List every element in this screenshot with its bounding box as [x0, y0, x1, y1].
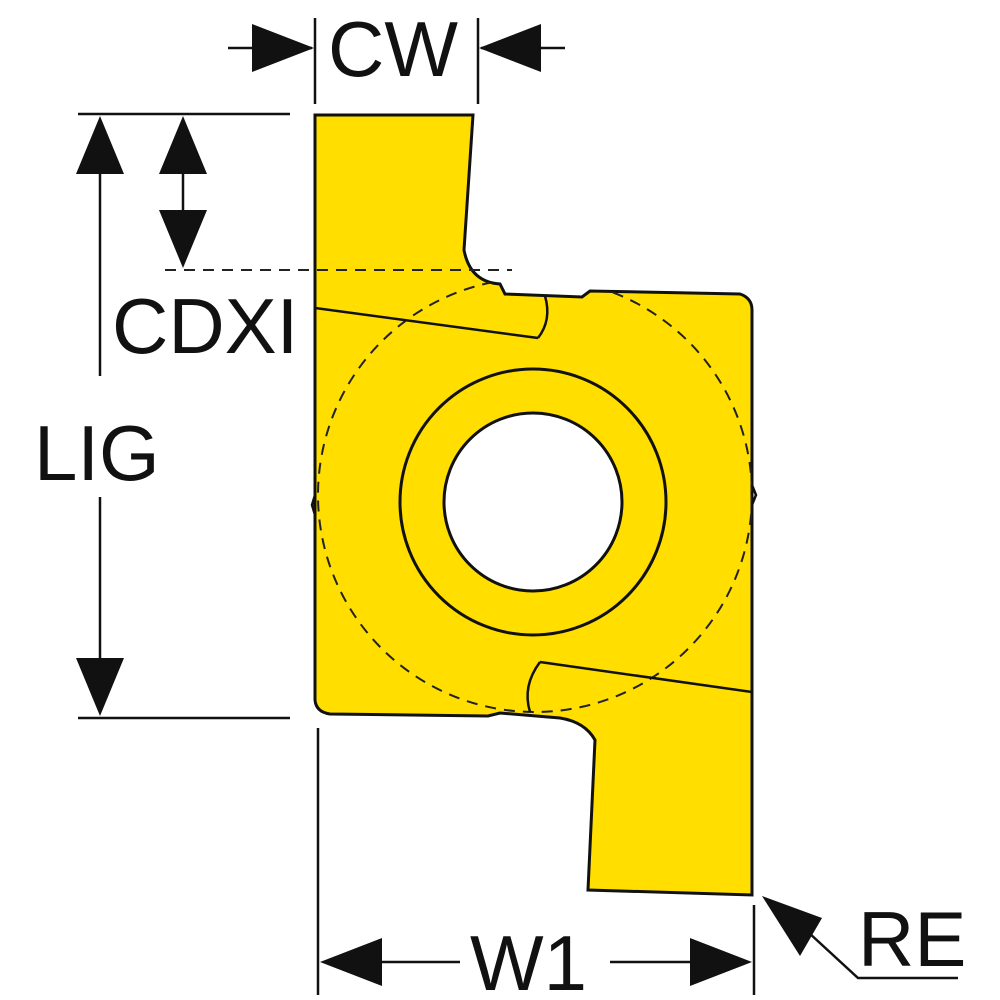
lig-label: LIG [34, 409, 160, 497]
cdxi-arrow-up [159, 116, 207, 174]
lig-arrow-down [76, 658, 124, 716]
w1-arrow-right [690, 938, 752, 986]
lower-chipbreaker [526, 661, 542, 713]
upper-chipbreaker [536, 295, 549, 339]
lig-arrow-up [76, 116, 124, 174]
cw-arrow-left [252, 24, 314, 72]
lig-dimension: LIG [34, 112, 290, 720]
left-edge-notch [310, 494, 317, 516]
right-edge-notch [750, 484, 758, 506]
cw-label: CW [328, 5, 458, 93]
cdxi-label: CDXI [112, 282, 298, 370]
upper-rake-edge [315, 306, 539, 340]
w1-label: W1 [470, 919, 587, 1000]
cdxi-dimension: CDXI [112, 116, 512, 370]
re-callout: RE [762, 895, 966, 983]
insert-body [310, 113, 758, 897]
cw-arrow-right [479, 24, 541, 72]
cdxi-arrow-down [159, 210, 207, 268]
lower-rake-edge [539, 660, 752, 694]
countersink-ring [398, 367, 668, 637]
center-hole [442, 411, 624, 593]
re-label: RE [858, 895, 966, 983]
w1-arrow-left [320, 938, 382, 986]
cw-dimension: CW [228, 5, 565, 104]
w1-dimension: W1 [316, 728, 756, 1000]
re-arrow [762, 896, 822, 956]
